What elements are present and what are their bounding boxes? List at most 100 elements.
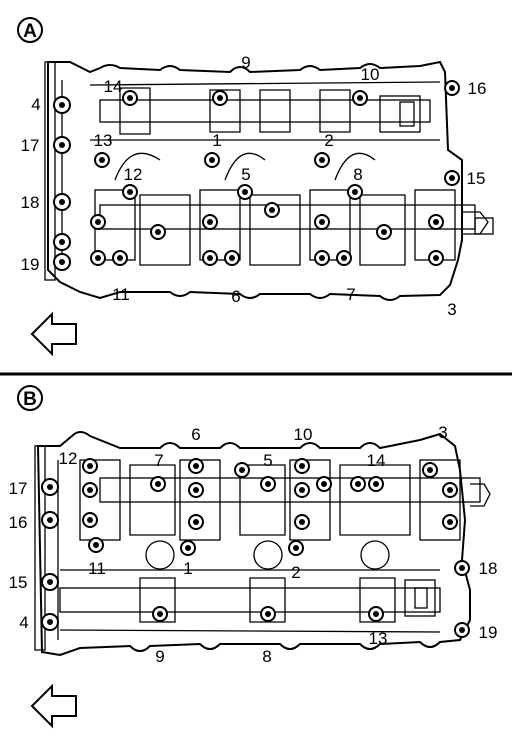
callout: 11 bbox=[112, 285, 130, 304]
bolt bbox=[122, 184, 138, 200]
callout: 2 bbox=[291, 563, 300, 582]
bolt bbox=[150, 476, 166, 492]
bolt bbox=[444, 170, 460, 186]
bolt bbox=[53, 136, 71, 154]
callout: 13 bbox=[369, 629, 388, 648]
bolt bbox=[188, 458, 204, 474]
callout: 19 bbox=[21, 255, 40, 274]
bolt bbox=[294, 514, 310, 530]
bolt bbox=[422, 462, 438, 478]
callout: 5 bbox=[263, 451, 272, 470]
bolt bbox=[82, 458, 98, 474]
panel-a-badge bbox=[17, 17, 43, 43]
callout: 10 bbox=[361, 65, 380, 84]
bolt bbox=[53, 253, 71, 271]
bolt bbox=[90, 250, 106, 266]
bolt bbox=[188, 482, 204, 498]
panel-b-upper-camshaft bbox=[79, 459, 491, 570]
callout: 13 bbox=[94, 131, 113, 150]
bolt bbox=[368, 476, 384, 492]
callout: 15 bbox=[467, 169, 486, 188]
panel-a-lower-camshaft bbox=[94, 152, 494, 266]
panel-a-left-flange bbox=[44, 61, 56, 281]
left-arrow-icon bbox=[30, 683, 77, 729]
bolt bbox=[88, 537, 104, 553]
bolt bbox=[41, 478, 59, 496]
left-arrow-icon bbox=[30, 311, 77, 357]
panel-a: A bbox=[17, 17, 494, 357]
bolt bbox=[152, 606, 168, 622]
callout: 11 bbox=[88, 559, 106, 578]
bolt bbox=[122, 90, 138, 106]
callout: 2 bbox=[324, 131, 333, 150]
bolt bbox=[294, 458, 310, 474]
bolt bbox=[454, 622, 470, 638]
callout: 19 bbox=[479, 623, 498, 642]
callout: 3 bbox=[447, 300, 456, 319]
bolt bbox=[336, 250, 352, 266]
bolt bbox=[294, 482, 310, 498]
bolt bbox=[53, 233, 71, 251]
bolt bbox=[352, 90, 368, 106]
callout: 4 bbox=[19, 613, 28, 632]
callout: 14 bbox=[104, 77, 123, 96]
panel-a-upper-camshaft bbox=[89, 81, 441, 141]
bolt bbox=[180, 540, 196, 556]
callout: 18 bbox=[479, 559, 498, 578]
bolt bbox=[188, 514, 204, 530]
callout: 15 bbox=[9, 573, 28, 592]
bolt bbox=[428, 214, 444, 230]
bolt bbox=[264, 202, 280, 218]
callout: 7 bbox=[346, 285, 355, 304]
bolt bbox=[428, 250, 444, 266]
bolt bbox=[444, 80, 460, 96]
bolt bbox=[314, 152, 330, 168]
bolt bbox=[454, 560, 470, 576]
callout: 6 bbox=[231, 287, 240, 306]
bolt bbox=[150, 224, 166, 240]
bolt bbox=[442, 482, 458, 498]
bolt bbox=[41, 613, 59, 631]
bolt bbox=[41, 511, 59, 529]
callout: 1 bbox=[183, 559, 192, 578]
callout: 8 bbox=[262, 647, 271, 666]
panel-a-bolts bbox=[53, 80, 460, 271]
bolt bbox=[347, 184, 363, 200]
callout: 18 bbox=[21, 193, 40, 212]
bolt bbox=[288, 540, 304, 556]
callout: 17 bbox=[9, 479, 28, 498]
bolt bbox=[350, 476, 366, 492]
bolt bbox=[237, 184, 253, 200]
panel-b-lower-camshaft bbox=[59, 569, 441, 633]
callout: 6 bbox=[191, 425, 200, 444]
panel-b-callouts: 6 10 3 12 7 5 14 17 16 11 1 2 18 15 4 9 … bbox=[9, 423, 498, 666]
callout: 9 bbox=[155, 647, 164, 666]
panel-b-left-flange bbox=[34, 445, 46, 651]
callout: 3 bbox=[438, 423, 447, 442]
panel-b-bolts bbox=[41, 458, 470, 638]
callout: 17 bbox=[21, 136, 40, 155]
bolt bbox=[368, 606, 384, 622]
bolt bbox=[314, 214, 330, 230]
panel-b-head-outline bbox=[36, 431, 471, 657]
panel-a-head-outline bbox=[47, 60, 463, 301]
bolt bbox=[442, 514, 458, 530]
bolt bbox=[41, 573, 59, 591]
callout: 1 bbox=[212, 131, 221, 150]
bolt bbox=[212, 90, 228, 106]
bolt bbox=[94, 152, 110, 168]
callout: 10 bbox=[294, 425, 313, 444]
callout: 4 bbox=[31, 95, 40, 114]
panel-b: B bbox=[9, 385, 498, 729]
callout: 12 bbox=[59, 449, 78, 468]
callout: 5 bbox=[241, 165, 250, 184]
callout: 16 bbox=[468, 79, 487, 98]
bolt bbox=[202, 214, 218, 230]
bolt bbox=[204, 152, 220, 168]
callout: 12 bbox=[124, 165, 143, 184]
callout: 9 bbox=[241, 53, 250, 72]
bolt bbox=[90, 214, 106, 230]
callout: 8 bbox=[353, 165, 362, 184]
bolt bbox=[202, 250, 218, 266]
bolt bbox=[82, 482, 98, 498]
